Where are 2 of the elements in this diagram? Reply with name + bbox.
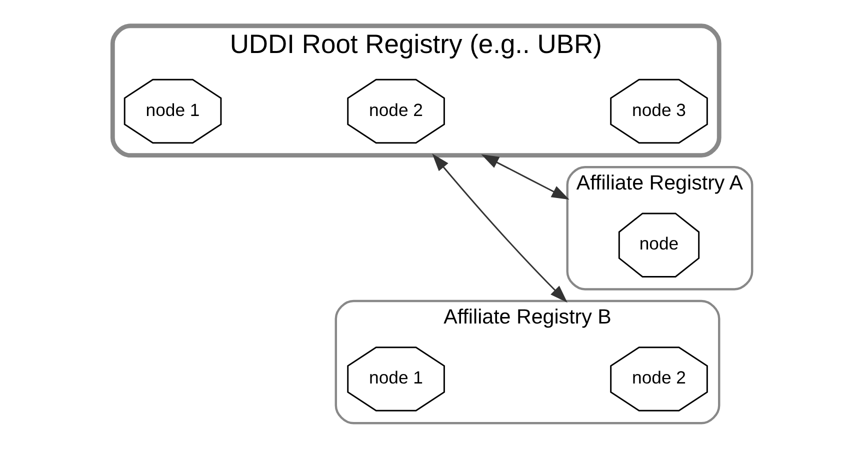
- arrow: [481, 154, 570, 200]
- arrow: [432, 154, 568, 303]
